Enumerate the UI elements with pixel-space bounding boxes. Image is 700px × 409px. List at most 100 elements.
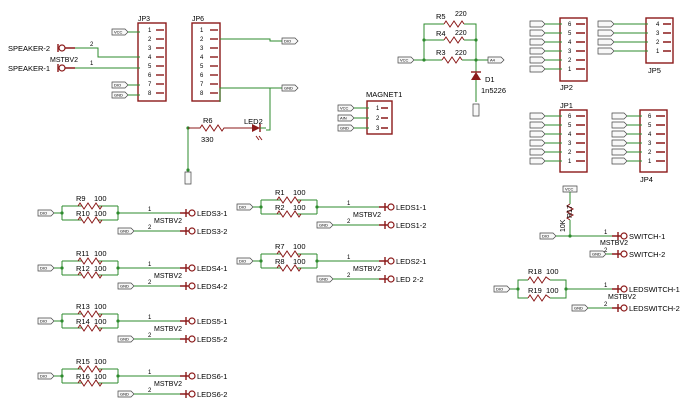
switch-terminal[interactable]: SWITCH-1 SWITCH-2: [612, 232, 665, 259]
r3-value: 220: [455, 50, 467, 57]
leds2-out-1-label: LEDS2-1: [396, 257, 426, 266]
leds6-pin-1: 1: [148, 370, 152, 376]
r6-label: R6: [203, 116, 213, 125]
leds3-pin-1: 1: [148, 207, 152, 213]
switch-port-dio: DIO: [542, 234, 549, 239]
leds1-out-2-label: LEDS1-2: [396, 221, 426, 230]
rnet-port-a4: A4: [490, 58, 496, 63]
jp6-pin-4: 4: [200, 55, 204, 61]
jp1-label: JP1: [560, 101, 573, 110]
led2-label: LED2: [244, 117, 263, 126]
jp3-label: JP3: [138, 16, 150, 23]
ledswitch-2-label: LEDSWITCH-2: [629, 304, 680, 313]
magnet1-connector[interactable]: MAGNET1 1 2 3 VCC AIN GND: [337, 90, 402, 135]
jp2-pin-1: 1: [568, 67, 572, 73]
r16-label: R16: [76, 372, 90, 381]
r19-resistor[interactable]: R19 100: [527, 286, 559, 302]
jp6-port-gnd: GND: [284, 86, 293, 91]
jp3-pin-1: 1: [148, 28, 152, 34]
leds1-mstbv2: MSTBV2: [353, 212, 381, 219]
leds5-out-2-label: LEDS5-2: [197, 335, 227, 344]
leds1-input-port-label: DIO: [239, 205, 246, 210]
r4-resistor[interactable]: R4 220: [436, 29, 467, 44]
leds6-input-port-label: DIO: [40, 374, 47, 379]
r2-label: R2: [275, 203, 285, 212]
leds3-input-port: [37, 209, 55, 217]
jp4-pin-5: 5: [648, 123, 652, 129]
magnet1-port-ain: AIN: [340, 116, 347, 121]
speaker-terminal[interactable]: SPEAKER-2 SPEAKER-1 MSTBV2 2 1: [8, 42, 140, 73]
jp6-connector[interactable]: JP6 1 2 3 4 5 6 7 8: [191, 16, 221, 102]
r13-label: R13: [76, 302, 90, 311]
leds6-out-1-label: LEDS6-1: [197, 372, 227, 381]
r12-value: 100: [94, 264, 107, 273]
ledswitch-terminal[interactable]: LEDSWITCH-1 LEDSWITCH-2: [612, 285, 680, 313]
jp5-connector[interactable]: JP5 4 3 2 1: [597, 17, 674, 75]
leds5-input-port-label: DIO: [40, 319, 47, 324]
r18-value: 100: [546, 267, 559, 276]
leds6-input-port: [37, 372, 55, 380]
leds4-input-port: [37, 264, 55, 272]
r6-resistor[interactable]: R6 330: [188, 116, 252, 144]
r3-resistor[interactable]: R3 220: [436, 48, 467, 64]
jp5-pin-1: 1: [656, 49, 660, 55]
jp1-connector[interactable]: JP1 6 5 4 3 2 1: [529, 101, 588, 173]
leds6-gnd-port: [117, 390, 135, 398]
jp2-connector[interactable]: JP2 6 5 4 3 2 1: [529, 17, 588, 92]
ledswitch-pin-1: 1: [604, 283, 608, 289]
led2-diode[interactable]: LED2: [244, 117, 266, 141]
r10-resistor[interactable]: R10 100: [76, 209, 107, 224]
speaker-pin-1: 1: [90, 61, 94, 67]
jp4-label: JP4: [640, 175, 653, 184]
r7-value: 100: [293, 242, 306, 251]
switch-2-label: SWITCH-2: [629, 250, 665, 259]
r2-value: 100: [293, 203, 306, 212]
leds5-gnd-port-label: GND: [120, 337, 129, 342]
magnet1-port-gnd: GND: [340, 126, 349, 131]
leds5-out-1-label: LEDS5-1: [197, 317, 227, 326]
r9-resistor[interactable]: R9 100: [76, 194, 107, 210]
r17-value: 10K: [560, 219, 567, 232]
r9-label: R9: [76, 194, 86, 203]
r10-label: R10: [76, 209, 90, 218]
r1-label: R1: [275, 188, 285, 197]
r9-value: 100: [94, 194, 107, 203]
jp3-connector[interactable]: JP3 1 2 3 4 5 6 7 8: [137, 16, 167, 102]
jp4-connector[interactable]: JP4 6 5 4 3 2 1: [611, 109, 668, 184]
r10-value: 100: [94, 209, 107, 218]
leds3-pin-2: 2: [148, 225, 152, 231]
speaker-mstbv2-label: MSTBV2: [50, 57, 78, 64]
r5-value: 220: [455, 11, 467, 18]
r3-label: R3: [436, 48, 446, 57]
leds4-out-1-label: LEDS4-1: [197, 264, 227, 273]
r5-resistor[interactable]: R5 220: [436, 11, 467, 28]
leds1-pin-1: 1: [347, 201, 351, 207]
r-network: VCC A4: [397, 23, 505, 72]
leds3-mstbv2: MSTBV2: [154, 218, 182, 225]
switch-port-gnd: GND: [592, 252, 601, 257]
magnet1-pin-1: 1: [376, 106, 380, 112]
r18-resistor[interactable]: R18 100: [527, 267, 559, 284]
r14-label: R14: [76, 317, 90, 326]
d1-zener[interactable]: D1 1n5226: [471, 71, 506, 117]
r2-resistor[interactable]: R2 100: [275, 203, 306, 218]
leds3-out-2-label: LEDS3-2: [197, 227, 227, 236]
jp2-pin-5: 5: [568, 31, 572, 37]
